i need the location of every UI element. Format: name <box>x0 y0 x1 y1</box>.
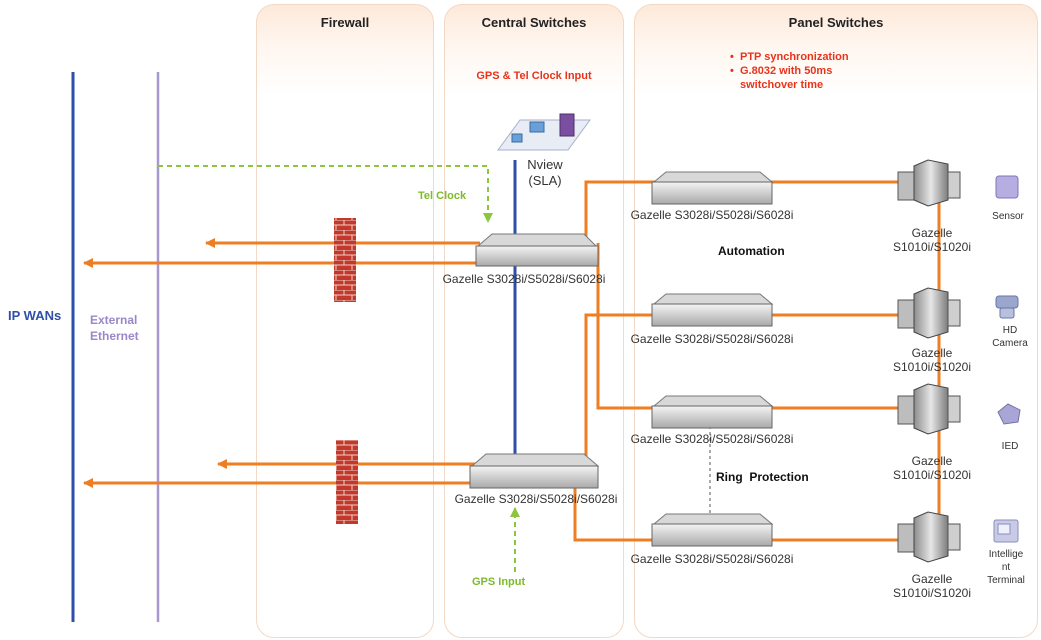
panel-switch-1-label: Gazelle S3028i/S5028i/S6028i <box>630 208 794 222</box>
external-ethernet-label: External Ethernet <box>90 313 139 343</box>
firewall-zone-title: Firewall <box>320 15 370 30</box>
sensor-label: Sensor <box>992 211 1024 222</box>
panel-switch-3 <box>651 395 774 429</box>
tel-clock-label: Tel Clock <box>418 190 467 202</box>
ring-protection-label: Ring Protection <box>716 470 809 484</box>
ied-icon <box>997 403 1021 425</box>
firewall-brick-bottom <box>336 440 358 524</box>
central-switches-zone: Central Switches <box>444 4 624 638</box>
edge-device-4 <box>897 511 961 563</box>
panel-switches-zone-title: Panel Switches <box>788 15 884 30</box>
trunk-top <box>584 180 898 243</box>
central-switch-bottom-label: Gazelle S3028i/S5028i/S6028i <box>454 492 618 506</box>
sensor-icon <box>995 175 1019 199</box>
edge-device-3 <box>897 383 961 435</box>
firewall-brick-top <box>334 218 356 302</box>
nview-icon <box>497 113 591 151</box>
central-switch-top-label: Gazelle S3028i/S5028i/S6028i <box>442 272 606 286</box>
central-switch-bottom <box>469 453 600 489</box>
central-switches-zone-title: Central Switches <box>481 15 587 30</box>
firewall-zone: Firewall <box>256 4 434 638</box>
panel-switch-4 <box>651 513 774 547</box>
gps-tel-clock-label: GPS & Tel Clock Input <box>476 70 592 82</box>
ip-wans-label: IP WANs <box>8 308 62 323</box>
panel-switch-3-label: Gazelle S3028i/S5028i/S6028i <box>630 432 794 446</box>
panel-switch-4-label: Gazelle S3028i/S5028i/S6028i <box>630 552 794 566</box>
panel-switch-2 <box>651 293 774 327</box>
note-item: PTP synchronization <box>730 50 870 64</box>
panel-notes: PTP synchronization G.8032 with 50ms swi… <box>730 50 870 92</box>
edge-device-1 <box>897 159 961 207</box>
note-item: G.8032 with 50ms switchover time <box>730 64 870 92</box>
tel-clock-link <box>158 165 493 223</box>
ied-label: IED <box>1001 441 1019 452</box>
nview-label: Nview <box>527 157 563 172</box>
panel-switch-2-label: Gazelle S3028i/S5028i/S6028i <box>630 332 794 346</box>
edge-device-2 <box>897 287 961 339</box>
terminal-icon <box>993 519 1019 543</box>
gps-input-label: GPS Input <box>472 576 526 588</box>
central-switch-top <box>475 233 599 267</box>
sla-label: (SLA) <box>528 173 562 188</box>
trunk-lower-b <box>573 464 898 542</box>
trunk-mid <box>596 243 898 410</box>
automation-label: Automation <box>718 244 785 258</box>
trunk-lower-a <box>584 313 898 464</box>
panel-switch-1 <box>651 171 774 205</box>
camera-icon <box>995 295 1019 319</box>
